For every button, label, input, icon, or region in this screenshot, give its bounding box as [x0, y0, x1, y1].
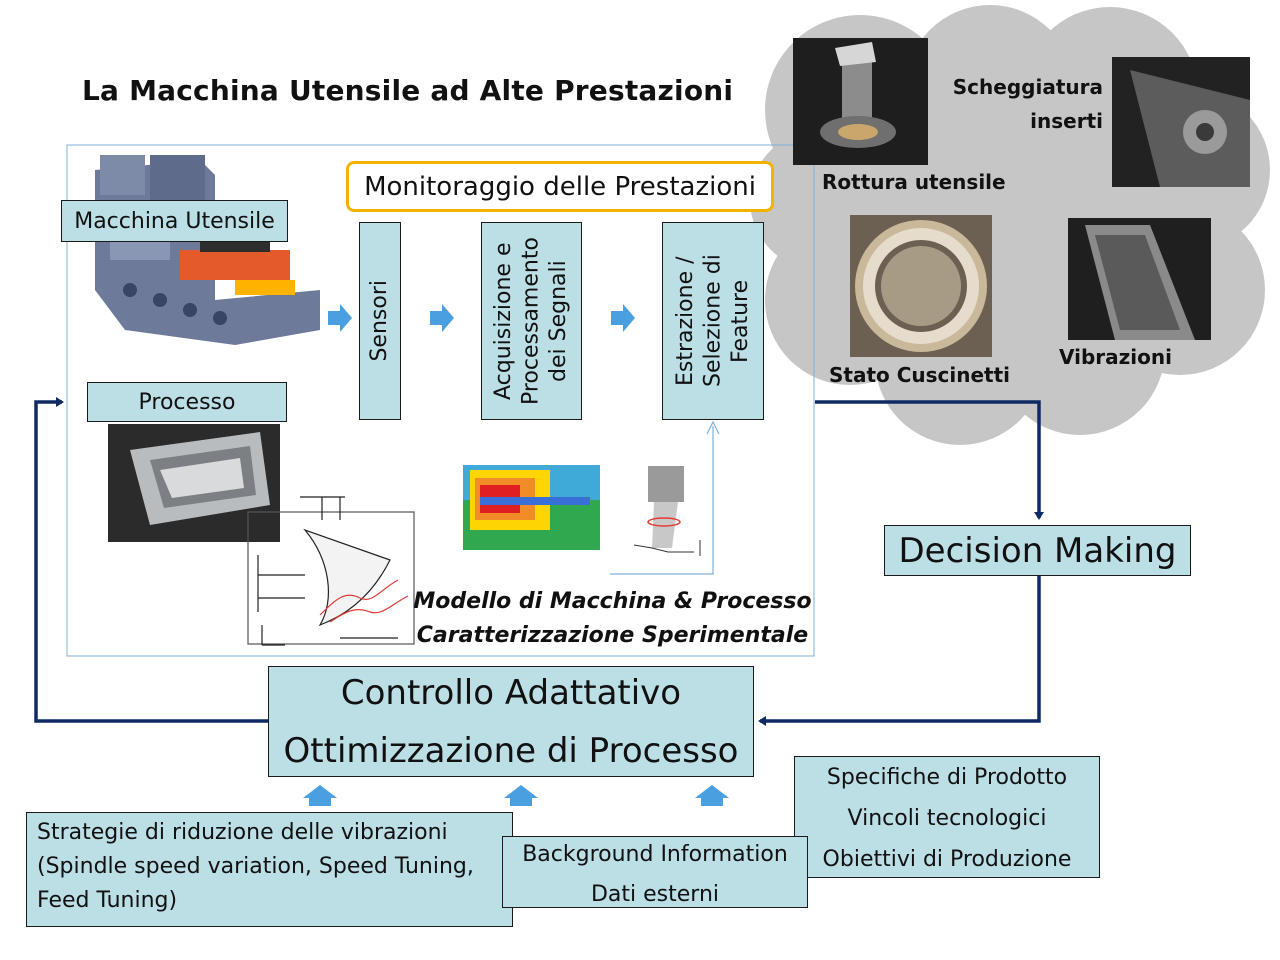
arrow-to-decision: [815, 400, 1044, 520]
arrow-to-control: [758, 576, 1041, 726]
stage-sensors-text: Sensori: [367, 280, 393, 362]
pipeline-arrows: [328, 304, 635, 332]
model-caption-line2: Caratterizzazione Sperimentale: [416, 623, 809, 648]
model-caption-line1: Modello di Macchina & Processo: [413, 589, 812, 614]
stage-feature-extraction-text: Estrazione / Selezione di Feature: [672, 254, 753, 388]
process-label-text: Processo: [138, 389, 236, 415]
decision-making-text: Decision Making: [898, 530, 1177, 571]
strategies-line1: Strategie di riduzione delle vibrazioni: [37, 820, 448, 845]
insert-chipping-photo: [1112, 57, 1250, 187]
stage-feature-extraction: Estrazione / Selezione di Feature: [662, 222, 764, 420]
page-title: La Macchina Utensile ad Alte Prestazioni: [82, 74, 734, 107]
vibration-photo: [1068, 218, 1211, 340]
machine-frame: [66, 144, 815, 657]
stage-sensors: Sensori: [359, 222, 401, 420]
strategies-box: Strategie di riduzione delle vibrazioni …: [26, 812, 513, 927]
dynamic-model-sketch: [247, 496, 415, 646]
strategies-line3: Feed Tuning): [37, 888, 178, 913]
process-photo: [108, 424, 280, 542]
stage-acquisition: Acquisizione e Processamento dei Segnali: [481, 222, 582, 420]
label-vibrations: Vibrazioni: [1059, 345, 1172, 369]
specs-box: Specifiche di Prodotto Vincoli tecnologi…: [794, 756, 1100, 878]
machine-tool-illustration: [95, 155, 320, 345]
process-label: Processo: [87, 382, 287, 422]
monitoring-title: Monitoraggio delle Prestazioni: [346, 161, 774, 212]
decision-making-box: Decision Making: [884, 525, 1191, 576]
stage-acquisition-text: Acquisizione e Processamento dei Segnali: [491, 237, 572, 405]
label-insert-chipping: Scheggiatura inserti: [945, 70, 1103, 138]
control-box: Controllo Adattativo Ottimizzazione di P…: [268, 666, 754, 777]
model-caption: Modello di Macchina & Processo Caratteri…: [410, 585, 815, 653]
specs-line1: Specifiche di Prodotto: [826, 765, 1068, 790]
fem-spindle-model: [463, 465, 600, 550]
model-feedback-line: [610, 426, 714, 575]
specs-line3: Obiettivi di Produzione: [822, 847, 1072, 872]
label-insert-chipping-line1: Scheggiatura: [952, 75, 1103, 99]
specs-line2: Vincoli tecnologici: [847, 806, 1047, 831]
machine-tool-label-text: Macchina Utensile: [74, 208, 275, 234]
input-arrows: [303, 785, 729, 806]
tool-breakage-photo: [793, 38, 928, 165]
background-line1: Background Information: [522, 842, 788, 867]
background-line2: Dati esterni: [590, 882, 720, 907]
monitoring-title-text: Monitoraggio delle Prestazioni: [364, 171, 756, 202]
feedback-arrow-left: [34, 397, 268, 723]
label-bearings: Stato Cuscinetti: [829, 363, 1011, 387]
machine-tool-label: Macchina Utensile: [61, 200, 288, 242]
label-insert-chipping-line2: inserti: [1030, 109, 1103, 133]
control-line2: Ottimizzazione di Processo: [283, 731, 739, 771]
control-line1: Controllo Adattativo: [340, 673, 682, 713]
bearing-photo: [850, 215, 992, 357]
tool-sketch: [633, 466, 701, 556]
background-box: Background Information Dati esterni: [502, 836, 808, 908]
strategies-line2: (Spindle speed variation, Speed Tuning,: [37, 854, 474, 879]
label-tool-breakage: Rottura utensile: [822, 170, 1006, 194]
model-feedback-head: [706, 420, 720, 435]
